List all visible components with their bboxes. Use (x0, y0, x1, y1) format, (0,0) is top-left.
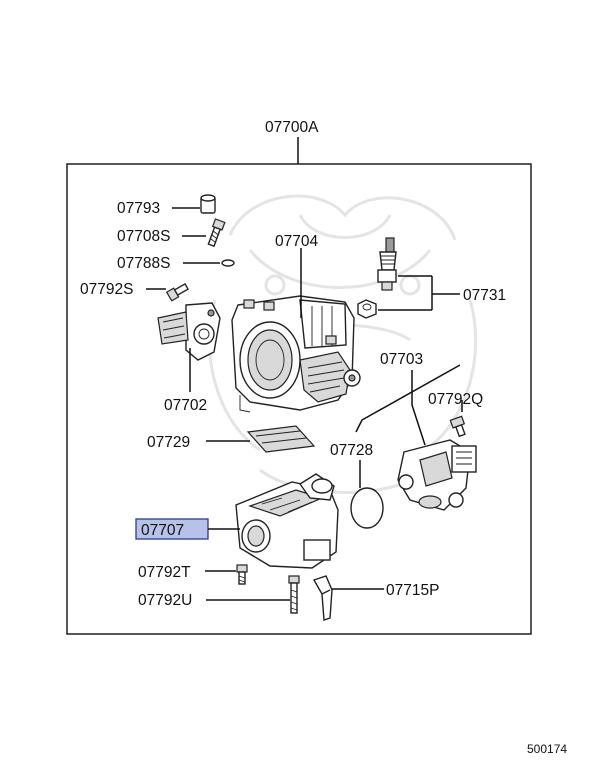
figure-number: 500174 (527, 742, 567, 756)
part-07792T-drawing[interactable] (236, 564, 248, 585)
part-07792Q-drawing[interactable] (449, 415, 467, 438)
label-07704[interactable]: 07704 (275, 233, 318, 250)
leader-07703 (411, 370, 426, 446)
label-07702[interactable]: 07702 (164, 397, 207, 414)
label-07788S[interactable]: 07788S (117, 255, 170, 272)
part-07729-drawing[interactable] (246, 425, 316, 453)
part-07728-drawing[interactable] (350, 487, 384, 529)
part-07731-drawing[interactable] (357, 237, 397, 319)
part-07788S-drawing[interactable] (221, 259, 235, 267)
part-07792S-drawing[interactable] (165, 282, 189, 302)
part-07792U-drawing[interactable] (288, 575, 300, 614)
label-07707[interactable]: 07707 (141, 522, 184, 539)
part-07715P-drawing[interactable] (312, 575, 333, 621)
label-07793[interactable]: 07793 (117, 200, 160, 217)
label-07728[interactable]: 07728 (330, 442, 373, 459)
label-07729[interactable]: 07729 (147, 434, 190, 451)
label-07708S[interactable]: 07708S (117, 228, 170, 245)
label-07792Q[interactable]: 07792Q (428, 391, 483, 408)
part-07704-drawing[interactable] (231, 295, 361, 413)
label-07703[interactable]: 07703 (380, 351, 423, 368)
label-07792S[interactable]: 07792S (80, 281, 133, 298)
label-07731[interactable]: 07731 (463, 287, 506, 304)
assembly-frame (66, 163, 532, 635)
part-07703-drawing[interactable] (397, 439, 477, 511)
assembly-label[interactable]: 07700A (265, 119, 319, 136)
part-07707-drawing[interactable] (235, 473, 339, 569)
label-07792U[interactable]: 07792U (138, 592, 192, 609)
label-07792T[interactable]: 07792T (138, 564, 191, 581)
leader-07728 (355, 364, 461, 433)
part-07708S-drawing[interactable] (207, 218, 226, 248)
label-07715P[interactable]: 07715P (386, 582, 439, 599)
part-07702-drawing[interactable] (157, 302, 221, 361)
part-07793-drawing[interactable] (200, 194, 216, 214)
